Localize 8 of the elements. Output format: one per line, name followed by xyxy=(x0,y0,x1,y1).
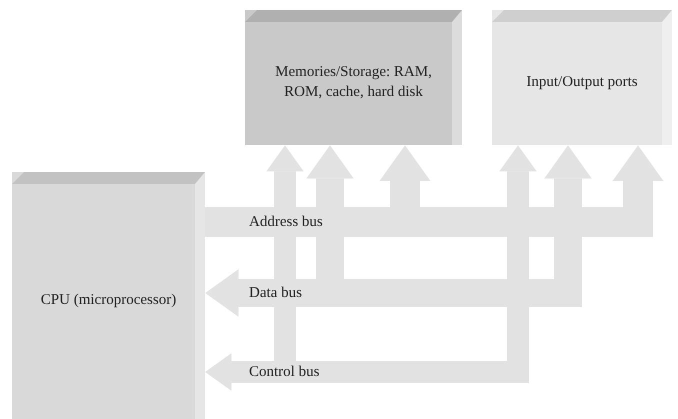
bus-arrow xyxy=(205,145,592,317)
block-label: Memories/Storage: RAM, ROM, cache, hard disk xyxy=(274,63,433,102)
block-label: Input/Output ports xyxy=(525,72,639,92)
bus-arrow xyxy=(205,145,537,391)
block-label: CPU (microprocessor) xyxy=(40,290,178,310)
component-block xyxy=(492,10,672,145)
component-block xyxy=(12,172,205,419)
component-block xyxy=(245,10,462,145)
